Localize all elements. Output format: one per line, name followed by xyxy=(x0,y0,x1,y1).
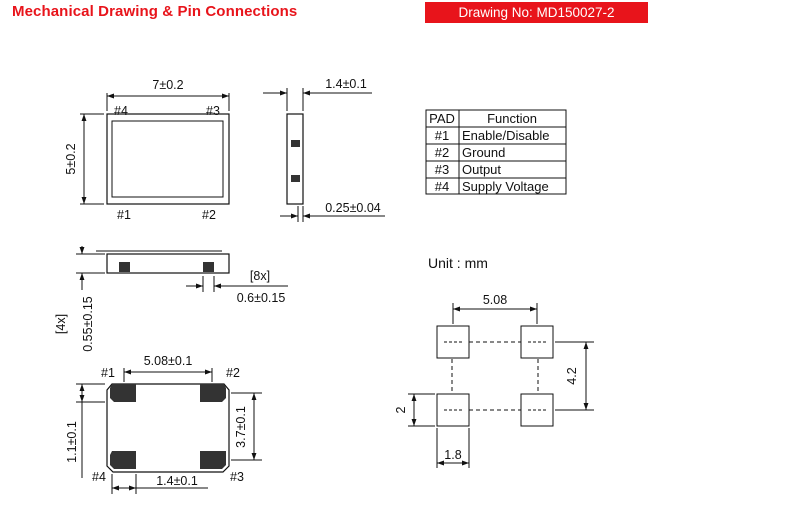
bottom-pad xyxy=(110,384,136,402)
bottom-pad-height-dim: 1.1±0.1 xyxy=(65,421,79,463)
bottom-pad-width-dim: 1.4±0.1 xyxy=(156,474,198,488)
table-cell-function: Ground xyxy=(462,145,505,160)
front-view xyxy=(76,246,288,292)
table-header-function: Function xyxy=(487,111,537,126)
top-view-outline xyxy=(106,113,230,205)
table-cell-function: Enable/Disable xyxy=(462,128,549,143)
front-view-outline xyxy=(106,253,230,274)
bottom-pin-label: #3 xyxy=(230,470,244,484)
bottom-pad xyxy=(200,451,226,469)
bottom-pitch-y-dim: 3.7±0.1 xyxy=(234,406,248,448)
bottom-pad xyxy=(200,384,226,402)
table-cell-pad: #1 xyxy=(435,128,449,143)
front-pad-width-dim: 0.6±0.15 xyxy=(237,291,286,305)
front-count-label: [8x] xyxy=(250,269,270,283)
bottom-pad-length-dim: 0.55±0.15 xyxy=(81,296,95,352)
table-cell-pad: #3 xyxy=(435,162,449,177)
bottom-view xyxy=(76,368,262,494)
land-pitch-x-dim: 5.08 xyxy=(483,293,507,307)
bottom-count-label: [4x] xyxy=(54,314,68,334)
top-pin-label: #3 xyxy=(206,104,220,118)
side-view-outline xyxy=(286,113,304,205)
top-pin-label: #2 xyxy=(202,208,216,222)
top-pin-label: #4 xyxy=(114,104,128,118)
top-view xyxy=(80,93,230,205)
land-pad xyxy=(520,393,554,427)
bottom-pitch-x-dim: 5.08±0.1 xyxy=(144,354,193,368)
table-cell-function: Output xyxy=(462,162,501,177)
page-title: Mechanical Drawing & Pin Connections xyxy=(12,3,298,20)
top-height-dim: 5±0.2 xyxy=(64,143,78,174)
land-pad-width-dim: 1.8 xyxy=(444,448,461,462)
table-cell-function: Supply Voltage xyxy=(462,179,549,194)
bottom-pad xyxy=(110,451,136,469)
front-pad xyxy=(119,262,130,272)
top-view-lid xyxy=(111,120,224,198)
land-pitch-y-dim: 4.2 xyxy=(565,367,579,384)
side-thickness-dim: 1.4±0.1 xyxy=(325,77,367,91)
table-cell-pad: #2 xyxy=(435,145,449,160)
unit-label: Unit : mm xyxy=(428,255,488,271)
table-cell-pad: #4 xyxy=(435,179,449,194)
top-pin-label: #1 xyxy=(117,208,131,222)
land-pad-height-dim: 2 xyxy=(394,406,408,413)
front-pad xyxy=(203,262,214,272)
drawing-number-badge: Drawing No: MD150027-2 xyxy=(425,2,648,23)
table-header-pad: PAD xyxy=(429,111,455,126)
pad-function-table xyxy=(425,109,567,195)
land-pattern xyxy=(408,303,594,468)
bottom-pin-label: #1 xyxy=(101,366,115,380)
side-pad xyxy=(291,175,300,182)
side-pad-height-dim: 0.25±0.04 xyxy=(325,201,381,215)
side-view xyxy=(263,88,385,222)
land-pad xyxy=(520,325,554,359)
bottom-pin-label: #2 xyxy=(226,366,240,380)
bottom-view-outline xyxy=(106,383,230,473)
bottom-pin-label: #4 xyxy=(92,470,106,484)
land-pad xyxy=(436,393,470,427)
side-pad xyxy=(291,140,300,147)
land-pad xyxy=(436,325,470,359)
top-width-dim: 7±0.2 xyxy=(152,78,183,92)
